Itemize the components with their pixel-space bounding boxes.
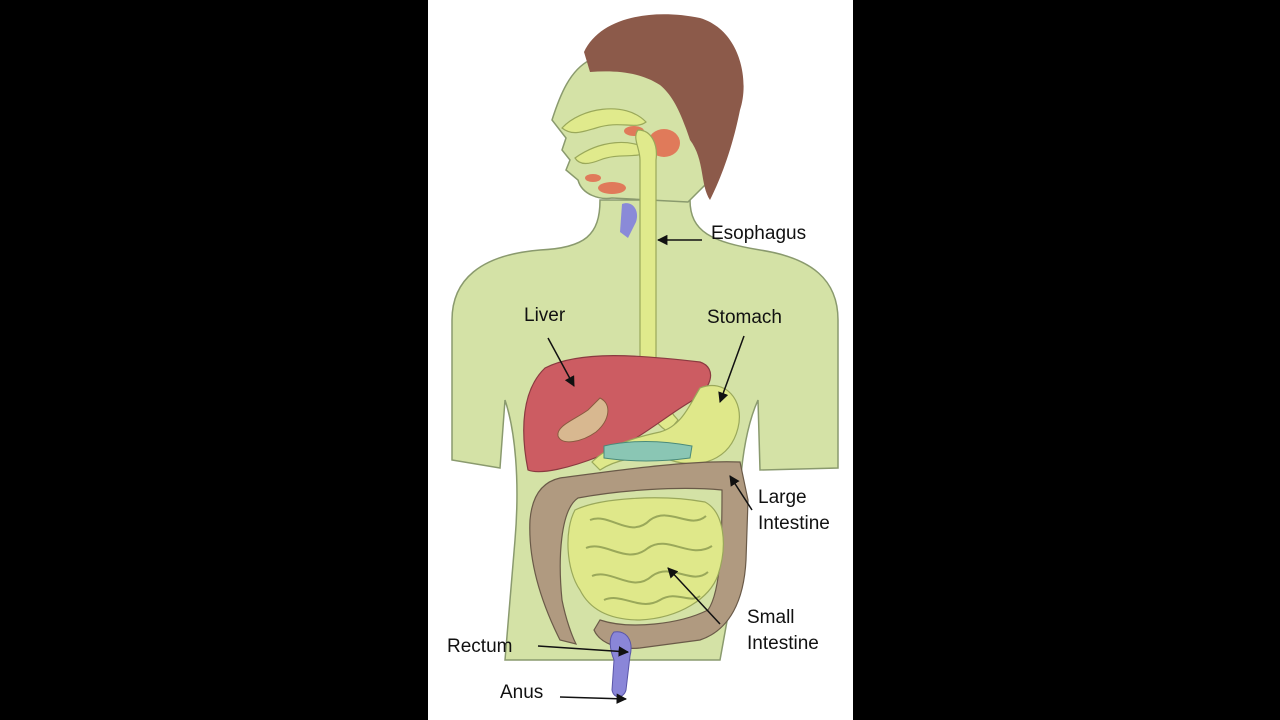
label-anus: Anus	[500, 682, 544, 703]
small-intestine	[567, 497, 724, 621]
stomach-arrow	[718, 335, 745, 403]
label-rectum: Rectum	[447, 636, 513, 657]
salivary-gland	[585, 174, 601, 182]
pancreas	[603, 441, 693, 462]
salivary-gland	[598, 182, 626, 194]
rectum	[609, 631, 632, 698]
large-intestine	[529, 461, 749, 649]
gallbladder	[557, 397, 609, 443]
liver-arrow	[547, 337, 575, 387]
small-intestine-arrow	[667, 567, 721, 625]
large-intestine-arrow	[729, 475, 753, 511]
label-liver: Liver	[524, 305, 566, 326]
oral-cavity	[561, 108, 647, 134]
pharynx	[574, 141, 649, 165]
small-intestine-loops	[585, 514, 713, 605]
rectum-arrow	[537, 645, 630, 657]
label-esophagus: Esophagus	[711, 223, 807, 244]
label-small-intestine: Small Intestine	[747, 607, 819, 654]
label-large-intestine: Large Intestine	[758, 487, 830, 534]
hair	[584, 14, 744, 200]
anus-arrow	[559, 693, 628, 704]
trachea	[620, 203, 638, 238]
label-stomach: Stomach	[707, 307, 782, 328]
